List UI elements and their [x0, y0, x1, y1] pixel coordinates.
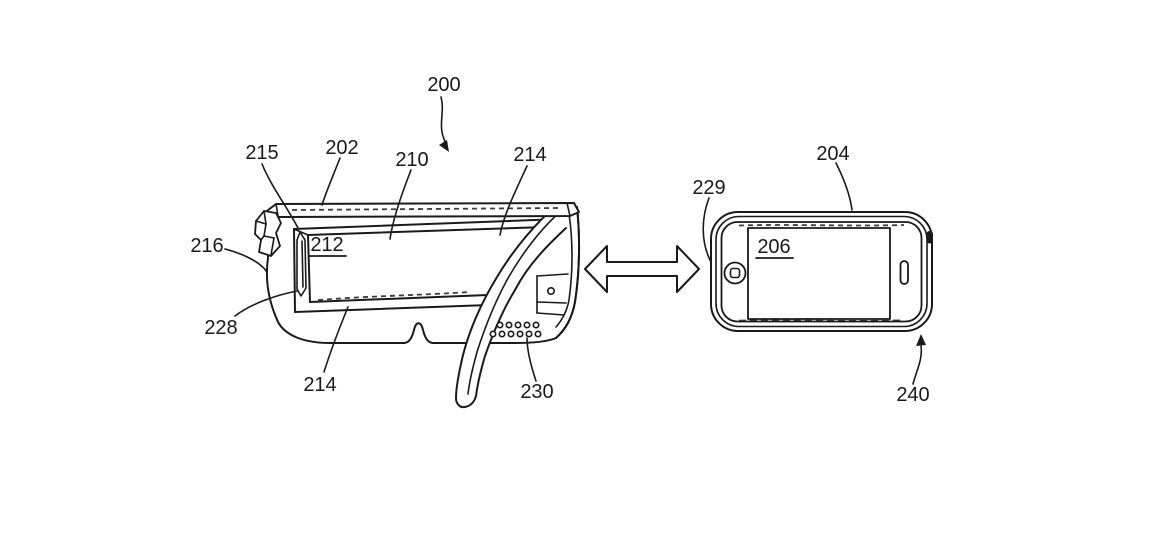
phone-home-button	[723, 261, 747, 285]
hmd-top-frame	[262, 202, 580, 218]
hmd-strap	[455, 204, 573, 409]
phone-body	[710, 211, 933, 332]
leader-240	[912, 345, 923, 385]
ref-label-228: 228	[204, 317, 237, 339]
ref-label-200: 200	[427, 74, 460, 96]
hmd-sensor-dot	[546, 286, 555, 295]
leader-228	[234, 290, 298, 317]
leader-216	[224, 248, 268, 273]
leader-229	[702, 197, 712, 263]
hmd-side-panel	[536, 273, 569, 316]
leader-240-arrowhead	[916, 334, 926, 346]
ref-label-202: 202	[325, 137, 358, 159]
ref-label-212: 212	[310, 234, 343, 256]
phone-bottom-shading	[738, 319, 905, 323]
ref-label-216: 216	[190, 235, 223, 257]
hmd-right-endcap	[555, 206, 581, 339]
ref-label-240: 240	[896, 384, 929, 406]
ref-label-229: 229	[692, 177, 725, 199]
leader-204	[835, 162, 853, 211]
bidirectional-arrow	[584, 245, 700, 293]
ref-label-230: 230	[520, 381, 553, 403]
leader-214-bottom	[323, 306, 349, 373]
phone-top-shading	[738, 224, 905, 227]
smartphone-drawing	[710, 211, 933, 332]
ref-label-204: 204	[816, 143, 849, 165]
ref-label-214-bottom: 214	[303, 374, 336, 396]
leader-215	[261, 163, 299, 229]
leader-200-arrowhead	[439, 140, 449, 152]
leader-210	[389, 169, 412, 240]
ref-label-215: 215	[245, 142, 278, 164]
hmd-slot	[296, 231, 307, 297]
ref-label-210: 210	[395, 149, 428, 171]
phone-screen	[747, 227, 891, 320]
leader-lines	[224, 96, 926, 385]
leader-214-top	[499, 165, 528, 236]
leader-200	[440, 96, 448, 148]
leader-202	[321, 157, 341, 206]
phone-earpiece	[899, 260, 909, 285]
hmd-speaker-grid	[489, 321, 542, 338]
phone-side-button	[926, 231, 933, 244]
leader-230	[526, 337, 537, 382]
hmd-display-bezel	[293, 218, 562, 313]
reference-labels: 200 215 202 210 214 216 228 214 230 212 …	[190, 74, 929, 406]
ref-label-214-top: 214	[513, 144, 546, 166]
ref-label-206: 206	[757, 236, 790, 258]
hmd-glasses-drawing	[254, 202, 581, 409]
hmd-hinge-clasp	[254, 210, 282, 257]
phone-case-inner-line	[715, 215, 928, 328]
